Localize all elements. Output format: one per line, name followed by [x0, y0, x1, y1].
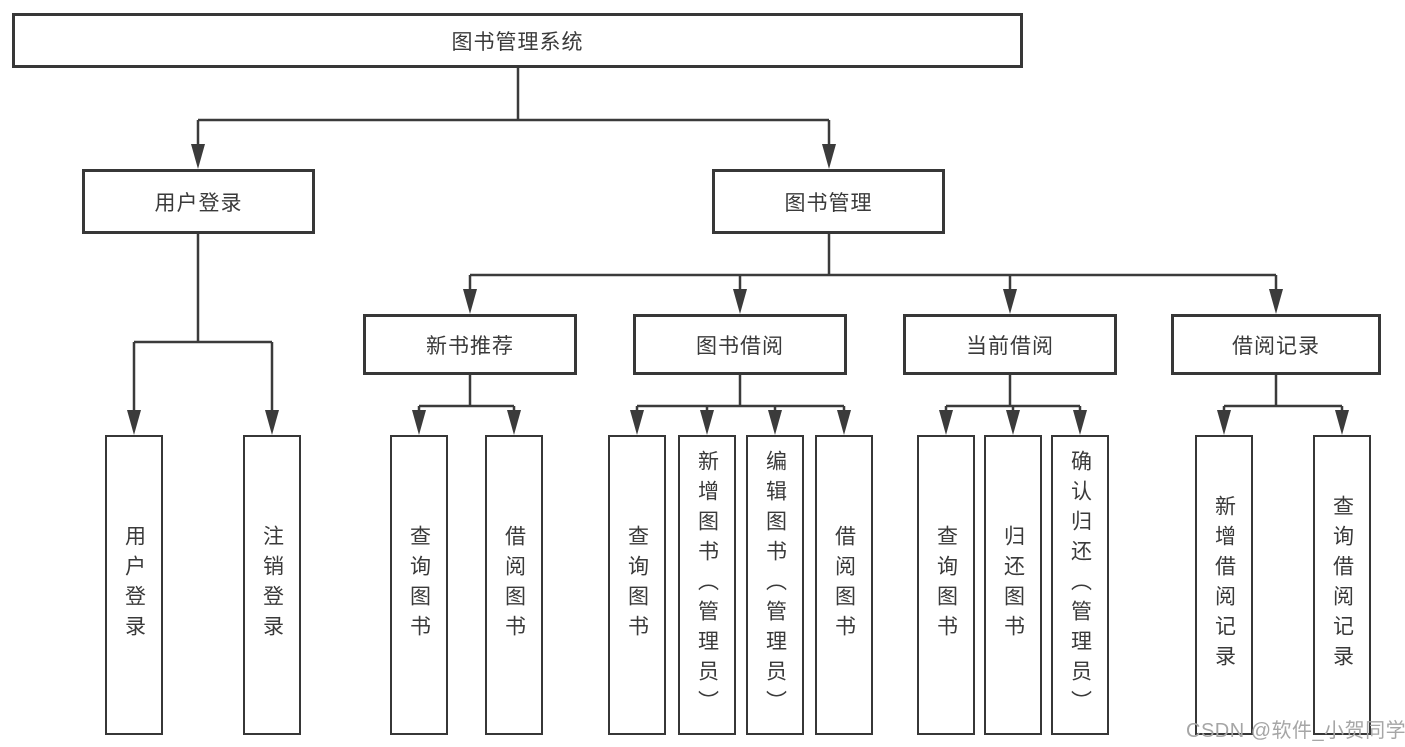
leaf-borrow-borrow-book: 借阅图书	[815, 435, 873, 735]
leaf-current-confirm-return-admin: 确认归还（管理员）	[1051, 435, 1109, 735]
leaf-current-return-book: 归还图书	[984, 435, 1042, 735]
connector-borrow-to-leaves	[630, 375, 851, 435]
leaf-record-query-borrow-record-label: 查询借阅记录	[1330, 495, 1354, 675]
node-book-mgmt: 图书管理	[712, 169, 945, 234]
leaf-newrec-query-book: 查询图书	[390, 435, 448, 735]
node-borrow-record-label: 借阅记录	[1232, 334, 1320, 358]
leaf-current-return-book-label: 归还图书	[1001, 525, 1025, 645]
leaf-borrow-edit-book-admin-label: 编辑图书（管理员）	[763, 450, 787, 720]
leaf-current-query-book-label: 查询图书	[934, 525, 958, 645]
leaf-record-query-borrow-record: 查询借阅记录	[1313, 435, 1371, 735]
node-current-borrow: 当前借阅	[903, 314, 1117, 375]
leaf-newrec-borrow-book-label: 借阅图书	[502, 525, 526, 645]
connector-new-rec-to-leaves	[412, 375, 521, 435]
leaf-user-login: 用户登录	[105, 435, 163, 735]
leaf-borrow-add-book-admin-label: 新增图书（管理员）	[695, 450, 719, 720]
leaf-logout-login: 注销登录	[243, 435, 301, 735]
leaf-borrow-add-book-admin: 新增图书（管理员）	[678, 435, 736, 735]
node-book-mgmt-label: 图书管理	[784, 191, 873, 215]
leaf-newrec-borrow-book: 借阅图书	[485, 435, 543, 735]
connector-user-login-to-leaves	[127, 234, 279, 435]
leaf-logout-login-label: 注销登录	[260, 525, 284, 645]
leaf-user-login-label: 用户登录	[122, 525, 146, 645]
leaf-borrow-query-book: 查询图书	[608, 435, 666, 735]
node-current-borrow-label: 当前借阅	[966, 334, 1054, 358]
connector-record-to-leaves	[1217, 375, 1349, 435]
leaf-borrow-query-book-label: 查询图书	[625, 525, 649, 645]
leaf-borrow-borrow-book-label: 借阅图书	[832, 525, 856, 645]
leaf-newrec-query-book-label: 查询图书	[407, 525, 431, 645]
node-new-book-recommend: 新书推荐	[363, 314, 577, 375]
leaf-current-query-book: 查询图书	[917, 435, 975, 735]
connector-root-to-level2	[191, 68, 836, 169]
leaf-current-confirm-return-admin-label: 确认归还（管理员）	[1068, 450, 1092, 720]
node-user-login-label: 用户登录	[154, 191, 243, 215]
node-borrow-record: 借阅记录	[1171, 314, 1381, 375]
node-book-borrow-label: 图书借阅	[696, 334, 784, 358]
node-user-login: 用户登录	[82, 169, 315, 234]
leaf-record-add-borrow-record: 新增借阅记录	[1195, 435, 1253, 735]
csdn-watermark: CSDN @软件_小贺同学	[1186, 720, 1405, 742]
leaf-borrow-edit-book-admin: 编辑图书（管理员）	[746, 435, 804, 735]
leaf-record-add-borrow-record-label: 新增借阅记录	[1212, 495, 1236, 675]
node-root-label: 图书管理系统	[451, 30, 584, 54]
node-new-book-recommend-label: 新书推荐	[426, 334, 514, 358]
node-root-system: 图书管理系统	[12, 13, 1023, 68]
node-book-borrow: 图书借阅	[633, 314, 847, 375]
connector-current-to-leaves	[939, 375, 1087, 435]
connector-book-mgmt-to-level3	[463, 234, 1283, 314]
